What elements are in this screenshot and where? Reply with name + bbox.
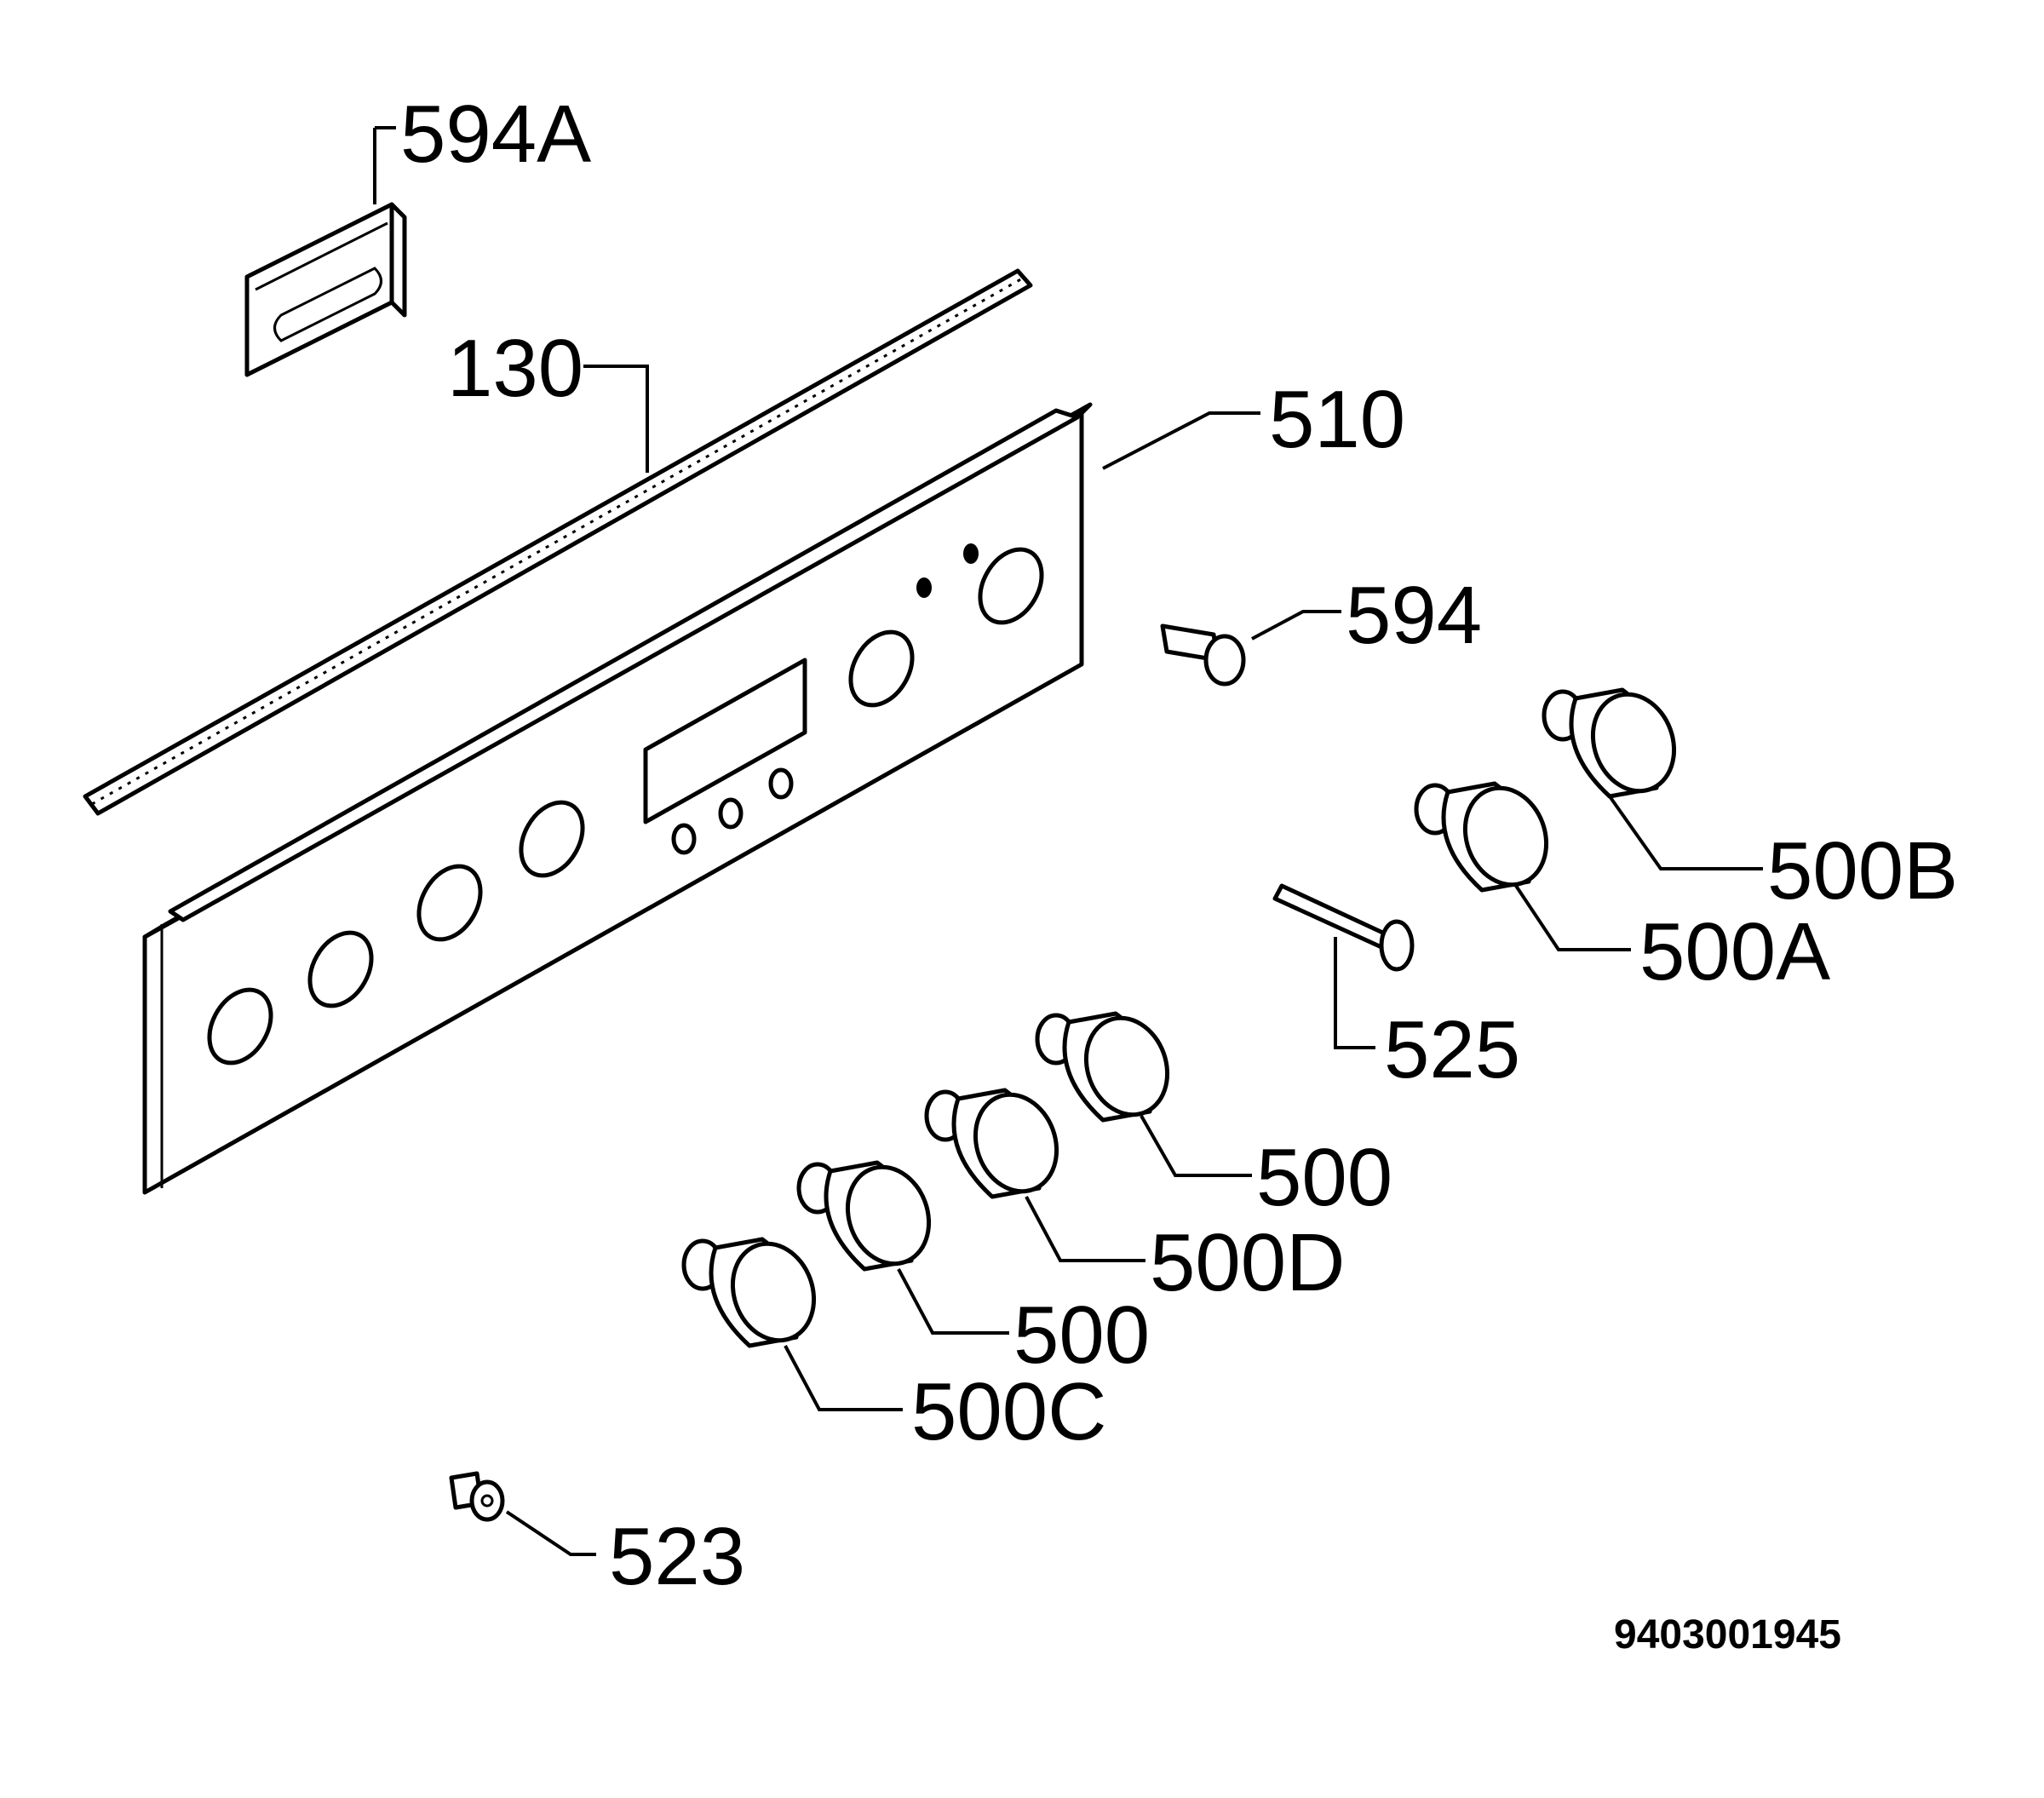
part-130-strip [83, 268, 1033, 816]
part-523-screw [449, 1471, 505, 1522]
knob-500-upper [1035, 1011, 1170, 1123]
label-523: 523 [609, 1511, 745, 1602]
knob-500D [924, 1088, 1059, 1199]
diagram-code: 9403001945 [1614, 1612, 1841, 1657]
label-500-lower: 500 [1013, 1290, 1150, 1381]
label-525: 525 [1384, 1004, 1520, 1095]
part-510-control-panel [142, 402, 1093, 1195]
part-594-lamp [1160, 623, 1246, 686]
label-594A: 594A [400, 89, 591, 180]
label-500C: 500C [911, 1366, 1107, 1457]
knob-500C [681, 1237, 817, 1348]
knob-500A [1414, 781, 1549, 893]
label-500-upper: 500 [1256, 1132, 1392, 1223]
label-594: 594 [1346, 570, 1482, 661]
part-525-shaft [1272, 883, 1415, 972]
knob-500-lower [796, 1160, 932, 1272]
label-500A: 500A [1639, 906, 1830, 997]
label-130: 130 [447, 323, 583, 414]
part-594A-bracket [244, 202, 407, 377]
label-510: 510 [1269, 374, 1405, 465]
label-500B: 500B [1767, 825, 1958, 916]
knob-500B [1542, 687, 1677, 799]
leader-lines [373, 126, 1763, 1556]
label-500D: 500D [1150, 1217, 1346, 1308]
